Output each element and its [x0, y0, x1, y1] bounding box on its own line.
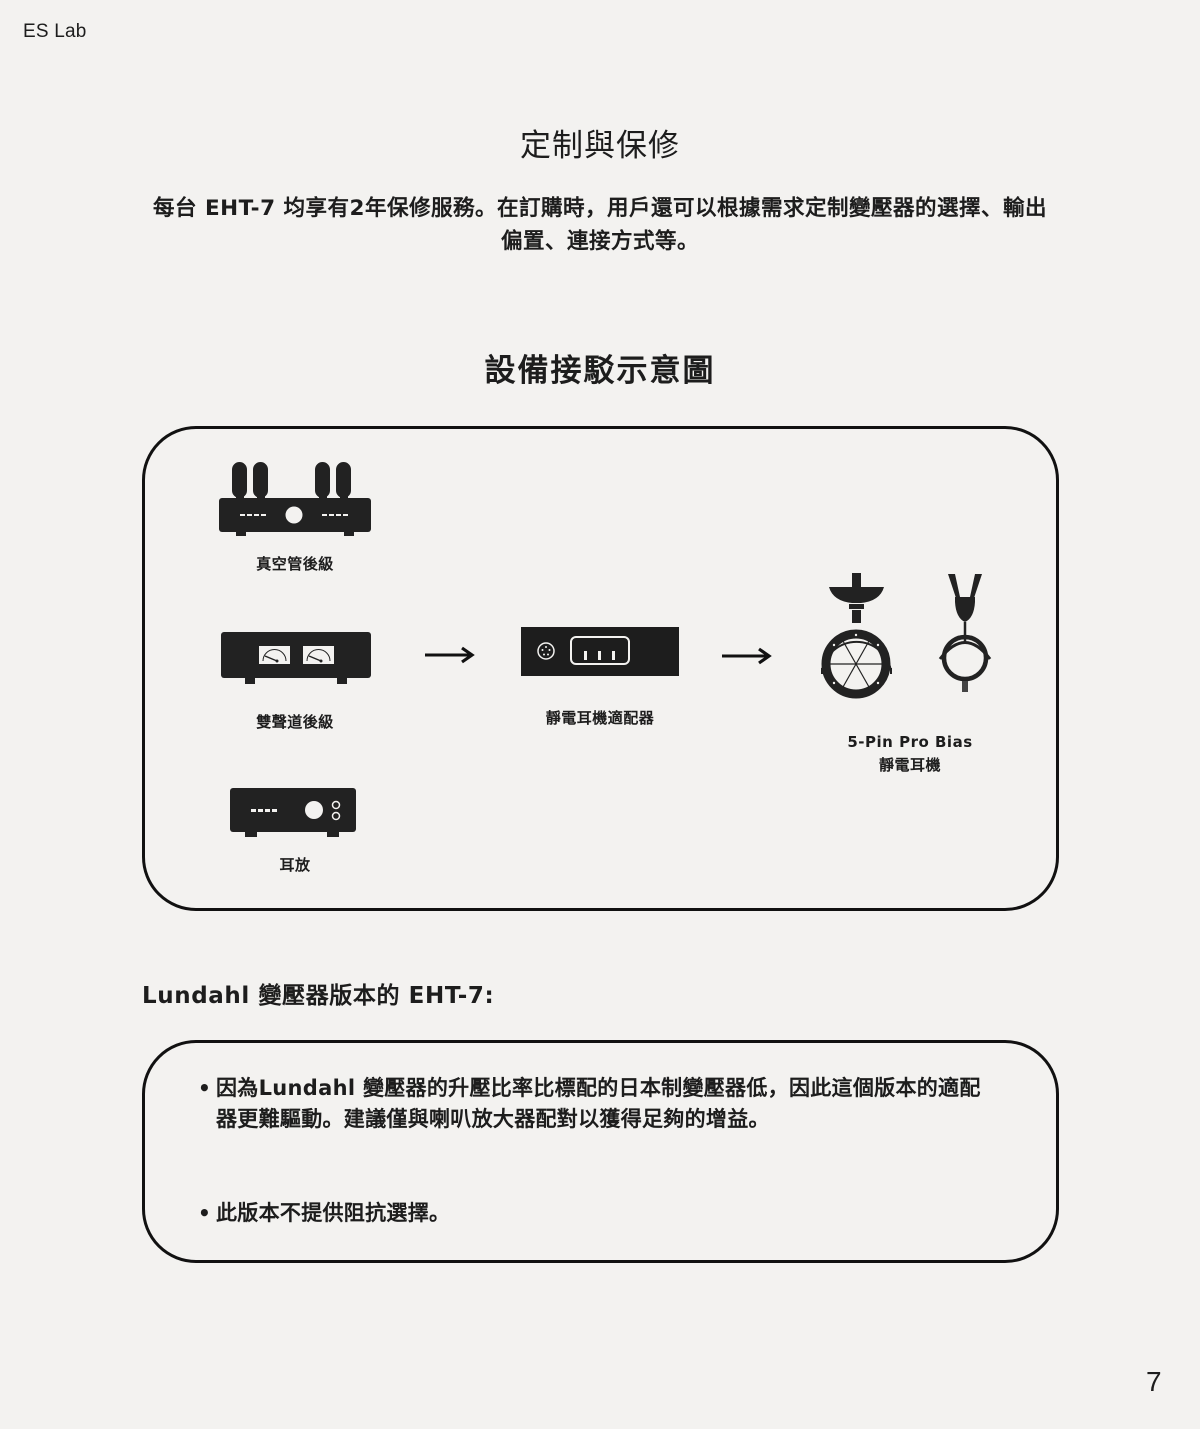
brand-logo-text: ES Lab — [23, 21, 87, 42]
bullet-icon: • — [198, 1201, 212, 1225]
page-title: 定制與保修 — [520, 128, 680, 164]
stereo-power-amp-label: 雙聲道後級 — [256, 713, 334, 731]
lundahl-heading: Lundahl 變壓器版本的 EHT-7: — [142, 983, 495, 1009]
headphone-amp-icon — [229, 786, 359, 838]
bullet-text: 此版本不提供阻抗選擇。 — [216, 1201, 451, 1225]
electrostatic-headphones-icon — [816, 571, 896, 699]
tube-amplifier-label: 真空管後級 — [256, 555, 334, 573]
lundahl-info-box — [142, 1040, 1059, 1263]
warranty-intro-text: 每台 EHT-7 均享有2年保修服務。在訂購時，用戶還可以根據需求定制變壓器的選… — [152, 196, 1047, 254]
headphone-amp-label: 耳放 — [279, 856, 311, 874]
electrostatic-headphones-side-icon — [936, 571, 996, 697]
connection-diagram-box — [142, 426, 1059, 911]
diagram-title: 設備接駁示意圖 — [484, 353, 716, 389]
bullet-text: 因為Lundahl 變壓器的升壓比率比標配的日本制變壓器低，因此這個版本的適配器… — [216, 1076, 981, 1131]
list-item: • 此版本不提供阻抗選擇。 — [198, 1198, 986, 1229]
right-arrow-icon — [424, 645, 476, 669]
headphones-label-line1: 5-Pin Pro Bias — [847, 733, 973, 751]
stereo-power-amp-icon — [220, 630, 372, 686]
page-number: 7 — [1146, 1366, 1162, 1397]
adapter-label: 靜電耳機適配器 — [545, 709, 655, 727]
right-arrow-icon — [721, 646, 773, 670]
electrostatic-adapter-icon — [521, 627, 679, 677]
list-item: • 因為Lundahl 變壓器的升壓比率比標配的日本制變壓器低，因此這個版本的適… — [198, 1073, 986, 1135]
tube-amplifier-icon — [218, 462, 372, 538]
bullet-icon: • — [198, 1076, 212, 1100]
headphones-label-line2: 靜電耳機 — [878, 756, 941, 774]
